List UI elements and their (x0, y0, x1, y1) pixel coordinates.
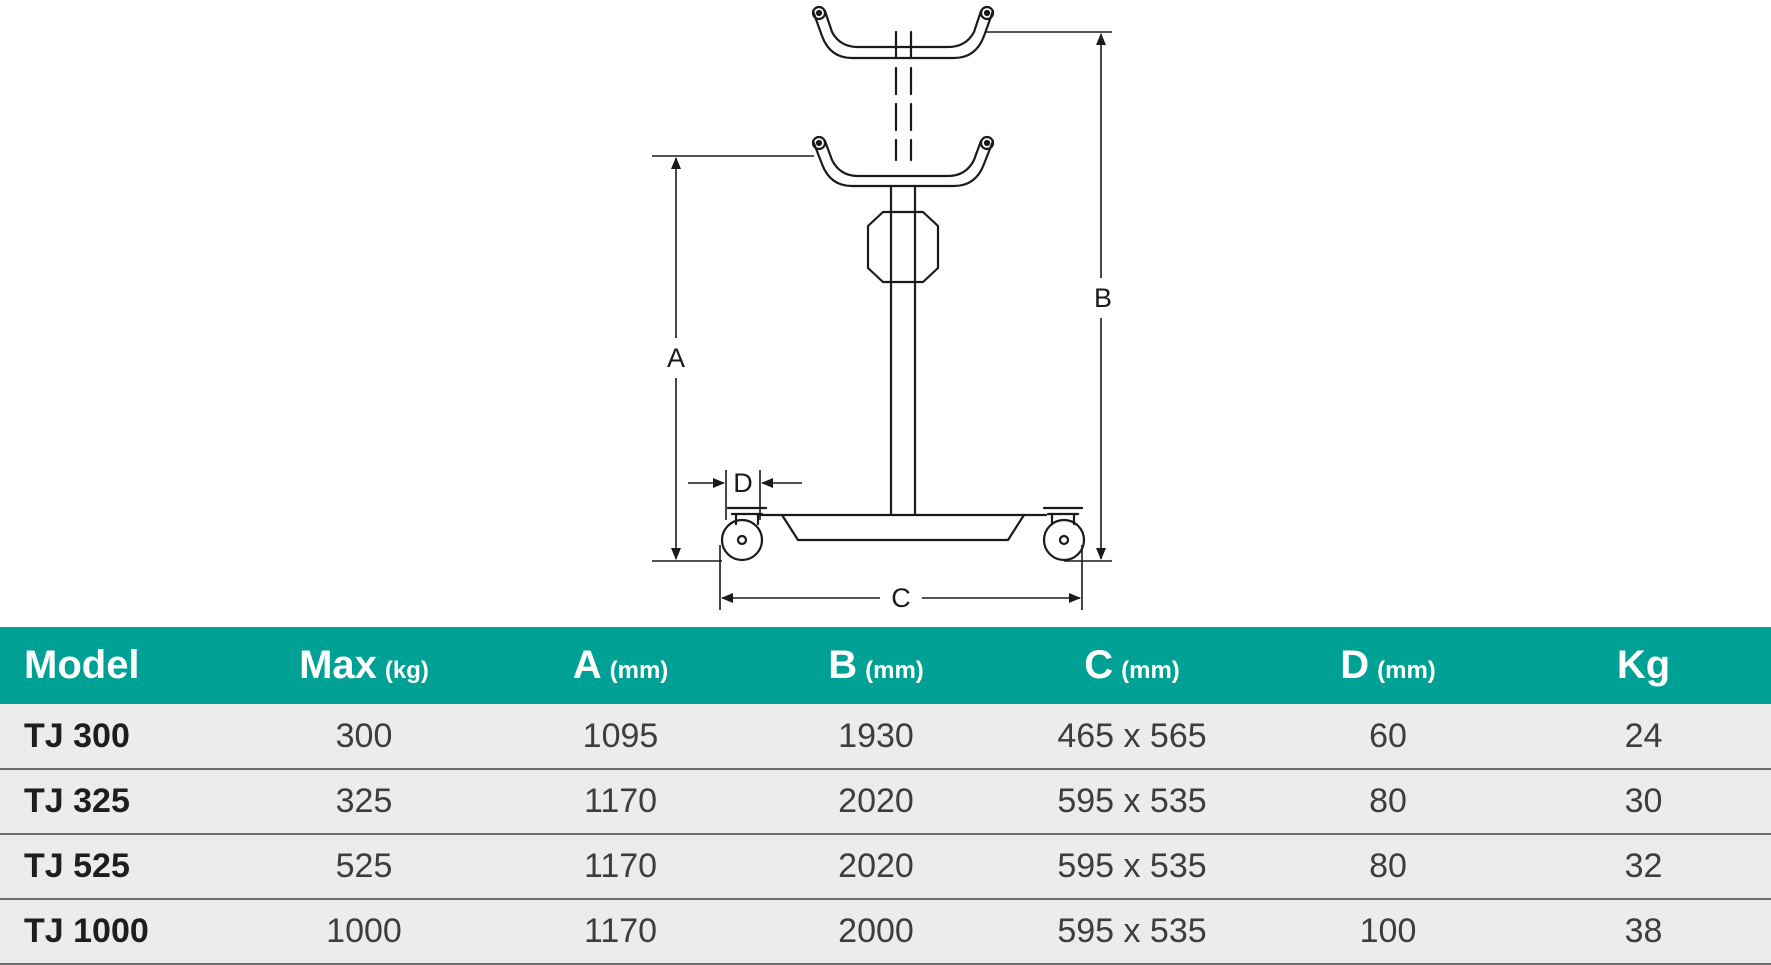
top-saddle (811, 5, 995, 60)
cell-model: TJ 300 (0, 704, 235, 770)
cell-c: 465 x 565 (1004, 704, 1260, 770)
jack-stand-dimension-diagram: A B C D (652, 5, 1112, 613)
cell-c: 595 x 535 (1004, 899, 1260, 965)
table-row: TJ 325 325 1170 2020 595 x 535 80 30 (0, 769, 1771, 835)
header-b: B(mm) (748, 627, 1004, 704)
cell-a: 1170 (493, 769, 748, 835)
table-row: TJ 300 300 1095 1930 465 x 565 60 24 (0, 704, 1771, 770)
dimension-c-label: C (891, 583, 911, 613)
cell-model: TJ 1000 (0, 899, 235, 965)
left-caster (720, 506, 768, 562)
cell-a: 1095 (493, 704, 748, 770)
table-header-row: Model Max(kg) A(mm) B(mm) C(mm) D(mm) Kg (0, 627, 1771, 704)
cell-c: 595 x 535 (1004, 834, 1260, 900)
header-b-unit: (mm) (865, 657, 924, 684)
dimension-b-label: B (1094, 283, 1112, 313)
header-kg: Kg (1516, 627, 1771, 704)
cell-kg: 38 (1516, 899, 1771, 965)
cell-a: 1170 (493, 834, 748, 900)
jack-stand-drawing: A B C D (652, 5, 1112, 613)
cell-d: 100 (1260, 899, 1516, 965)
dimension-b (985, 31, 1112, 562)
table-row: TJ 525 525 1170 2020 595 x 535 80 32 (0, 834, 1771, 900)
cell-kg: 24 (1516, 704, 1771, 770)
cell-d: 80 (1260, 834, 1516, 900)
header-max: Max(kg) (235, 627, 493, 704)
lower-saddle (811, 135, 995, 188)
base-frame (780, 513, 1026, 542)
cell-b: 1930 (748, 704, 1004, 770)
cell-max: 1000 (235, 899, 493, 965)
cell-b: 2020 (748, 834, 1004, 900)
cell-b: 2020 (748, 769, 1004, 835)
dimension-a (652, 155, 814, 562)
header-d-unit: (mm) (1377, 657, 1436, 684)
cell-kg: 32 (1516, 834, 1771, 900)
cell-b: 2000 (748, 899, 1004, 965)
specification-table: Model Max(kg) A(mm) B(mm) C(mm) D(mm) Kg… (0, 627, 1771, 965)
table-row: TJ 1000 1000 1170 2000 595 x 535 100 38 (0, 899, 1771, 965)
header-max-unit: (kg) (384, 657, 429, 684)
dimension-a-label: A (667, 343, 685, 373)
header-a-unit: (mm) (609, 657, 669, 684)
cell-max: 525 (235, 834, 493, 900)
cell-model: TJ 525 (0, 834, 235, 900)
cell-c: 595 x 535 (1004, 769, 1260, 835)
cell-d: 60 (1260, 704, 1516, 770)
cell-model: TJ 325 (0, 769, 235, 835)
cell-max: 300 (235, 704, 493, 770)
header-c: C(mm) (1004, 627, 1260, 704)
header-a: A(mm) (493, 627, 748, 704)
dimension-d-label: D (733, 468, 753, 498)
dimension-d (688, 470, 802, 520)
pump-housing (866, 210, 940, 284)
header-d: D(mm) (1260, 627, 1516, 704)
cell-kg: 30 (1516, 769, 1771, 835)
telescopic-column-dashed (894, 30, 913, 162)
right-caster (1042, 506, 1086, 562)
main-column (889, 184, 917, 517)
header-model: Model (0, 627, 235, 704)
header-c-unit: (mm) (1121, 657, 1180, 684)
cell-max: 325 (235, 769, 493, 835)
dimension-c (719, 545, 1083, 610)
cell-a: 1170 (493, 899, 748, 965)
cell-d: 80 (1260, 769, 1516, 835)
